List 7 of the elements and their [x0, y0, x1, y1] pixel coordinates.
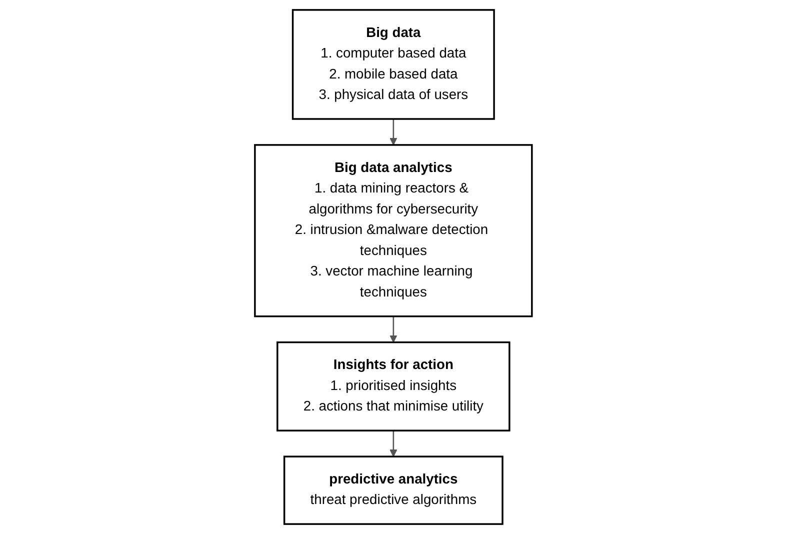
arrow: [389, 118, 397, 145]
node-box: predictive analytics threat predictive algorithms: [283, 455, 503, 524]
node-box: Insights for action 1. prioritised insights 2. actions that minimise utility: [276, 340, 510, 431]
node-box: Big data analytics 1. data mining reactors & algorithms for cybersecurity 2. intrusion &malware detection techniques 3. vector machine learning techniques: [254, 144, 532, 317]
node-box: Big data 1. computer based data 2. mobile based data 3. physical data of users: [291, 8, 494, 120]
arrow: [389, 316, 397, 342]
arrow: [389, 430, 397, 456]
